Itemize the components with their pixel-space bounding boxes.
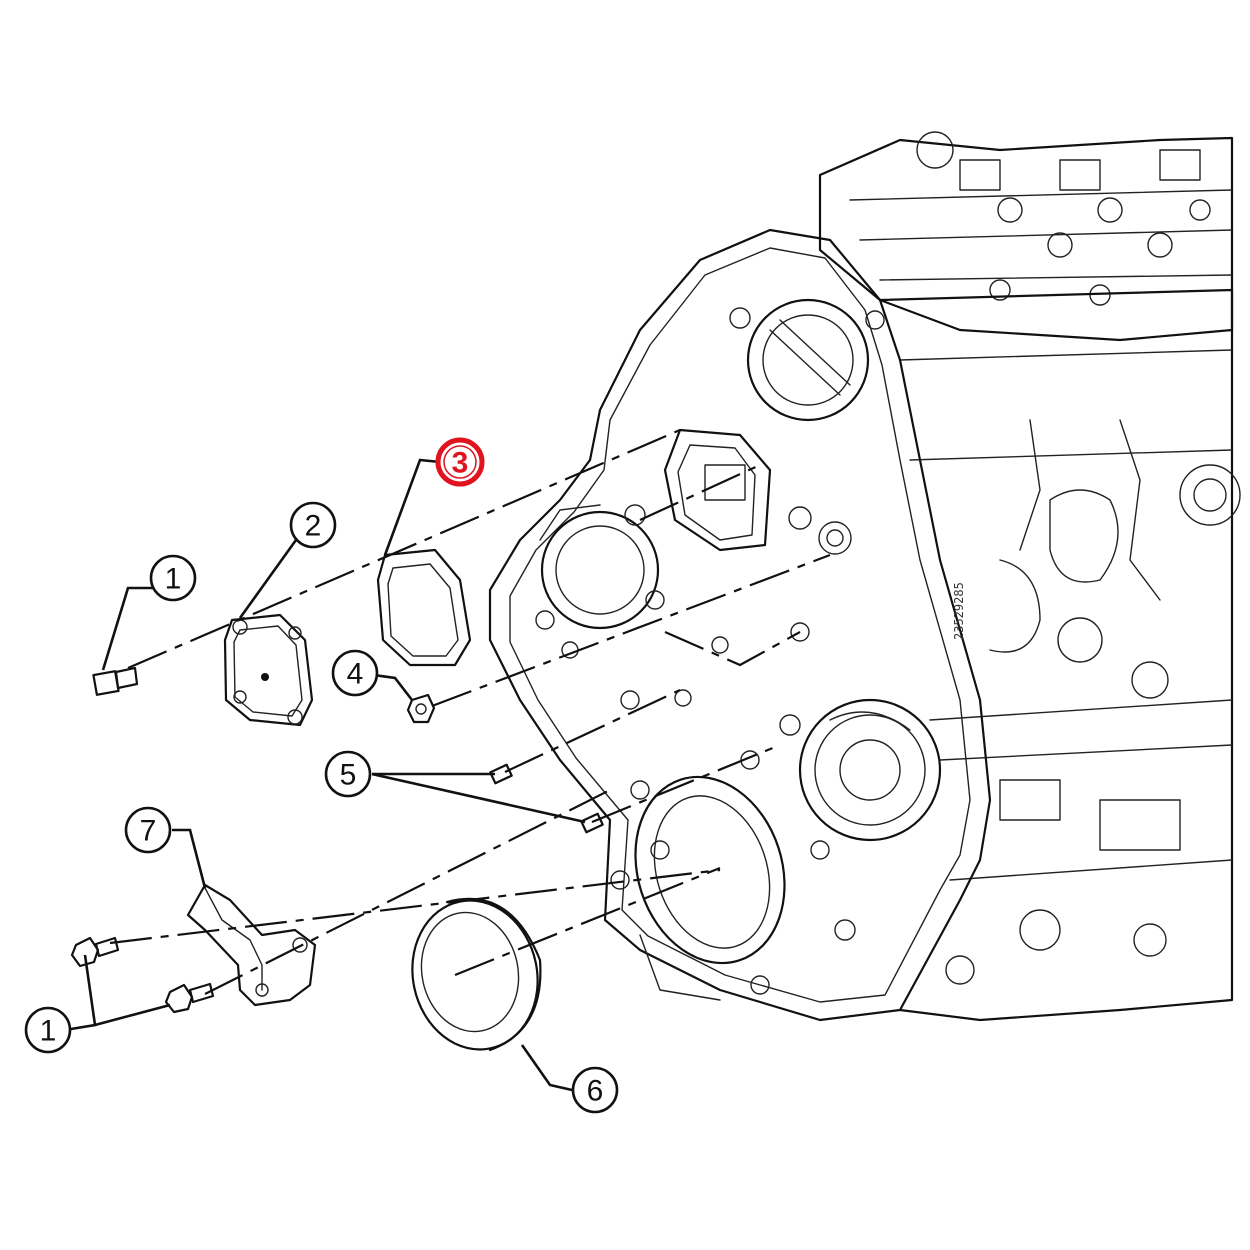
callout-7: 7 [124,806,172,854]
part-dowel-pins-5 [489,763,604,834]
part-cover-plate-2 [223,613,314,727]
callout-label: 3 [452,447,469,480]
leader-lines [64,458,586,1092]
callout-label: 5 [340,759,357,792]
callout-4: 4 [331,649,379,697]
part-bracket-7 [186,883,317,1007]
part-seal-6 [411,897,542,1052]
engine-stamp: 23529285 [952,582,966,640]
callout-label: 2 [305,510,322,543]
callout-2: 2 [289,501,337,549]
part-bolt-1-upper [92,666,139,696]
callout-label: 7 [140,815,157,848]
callout-label: 4 [347,658,364,691]
part-nut-4 [406,693,436,724]
callout-label: 1 [165,563,182,596]
assembly-lines [109,428,831,995]
callout-5: 5 [324,750,372,798]
engine-block: 23529285 [488,131,1241,1022]
callout-label: 6 [587,1075,604,1108]
callout-6: 6 [571,1066,619,1114]
part-gasket-3 [376,548,472,667]
part-bolts-1-lower [70,936,215,1014]
callout-1-lower: 1 [24,1006,72,1054]
callout-1-upper: 1 [149,554,197,602]
callout-3-highlighted: 3 [435,437,485,487]
callout-label: 1 [40,1015,57,1048]
